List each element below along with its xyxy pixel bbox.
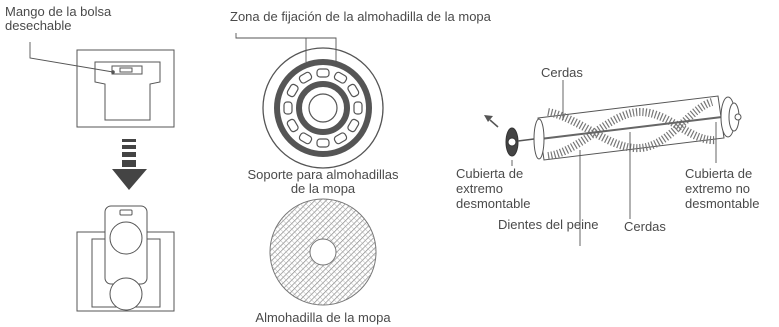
mop-holder-slot [347, 83, 360, 98]
mop-holder-slot [333, 132, 348, 145]
dust-bag-top-illustration [76, 49, 175, 128]
mop-holder-slot [316, 138, 330, 148]
bristles-bottom-label: Cerdas [624, 219, 666, 234]
roller-brush-illustration [484, 95, 742, 161]
dust-bag-bottom-illustration [76, 205, 175, 312]
down-arrow-icon [112, 139, 147, 190]
mop-holder-slot [286, 83, 299, 98]
mop-attach-zone-label: Zona de fijación de la almohadilla de la… [230, 9, 491, 24]
removable-cap-label-line2: extremo [456, 181, 503, 196]
mop-holder-slot [353, 101, 363, 115]
bag-handle-label-line2: desechable [5, 18, 72, 33]
bristles-top-label: Cerdas [541, 65, 583, 80]
fixed-cap-label-line3: desmontable [685, 196, 760, 211]
removable-cap-label-line1: Cubierta de [456, 166, 524, 181]
mop-holder-label-line2: de la mopa [290, 181, 356, 196]
mop-pad-illustration [269, 198, 377, 306]
bag-handle-leader [29, 42, 114, 73]
mop-holder-slot [347, 118, 360, 133]
removable-cap-label-line3: desmontable [456, 196, 531, 211]
mop-pad-label: Almohadilla de la mopa [255, 310, 391, 325]
comb-teeth-label: Dientes del peine [498, 217, 599, 232]
fixed-cap-label-line1: Cubierta de [685, 166, 753, 181]
mop-holder-slot [283, 101, 293, 115]
mop-holder-slot [298, 132, 313, 145]
mop-holder-slot [298, 71, 313, 84]
mop-attach-zone-leader [235, 33, 337, 62]
mop-holder-slot [333, 71, 348, 84]
mop-holder-slot [286, 118, 299, 133]
mop-holder-label-line1: Soporte para almohadillas [247, 167, 399, 182]
mop-holder-slot [316, 68, 330, 78]
mop-holder-illustration [262, 47, 384, 169]
bag-handle-label-line1: Mango de la bolsa [5, 4, 112, 19]
fixed-cap-label-line2: extremo no [685, 181, 751, 196]
roller-leaders [511, 80, 717, 246]
